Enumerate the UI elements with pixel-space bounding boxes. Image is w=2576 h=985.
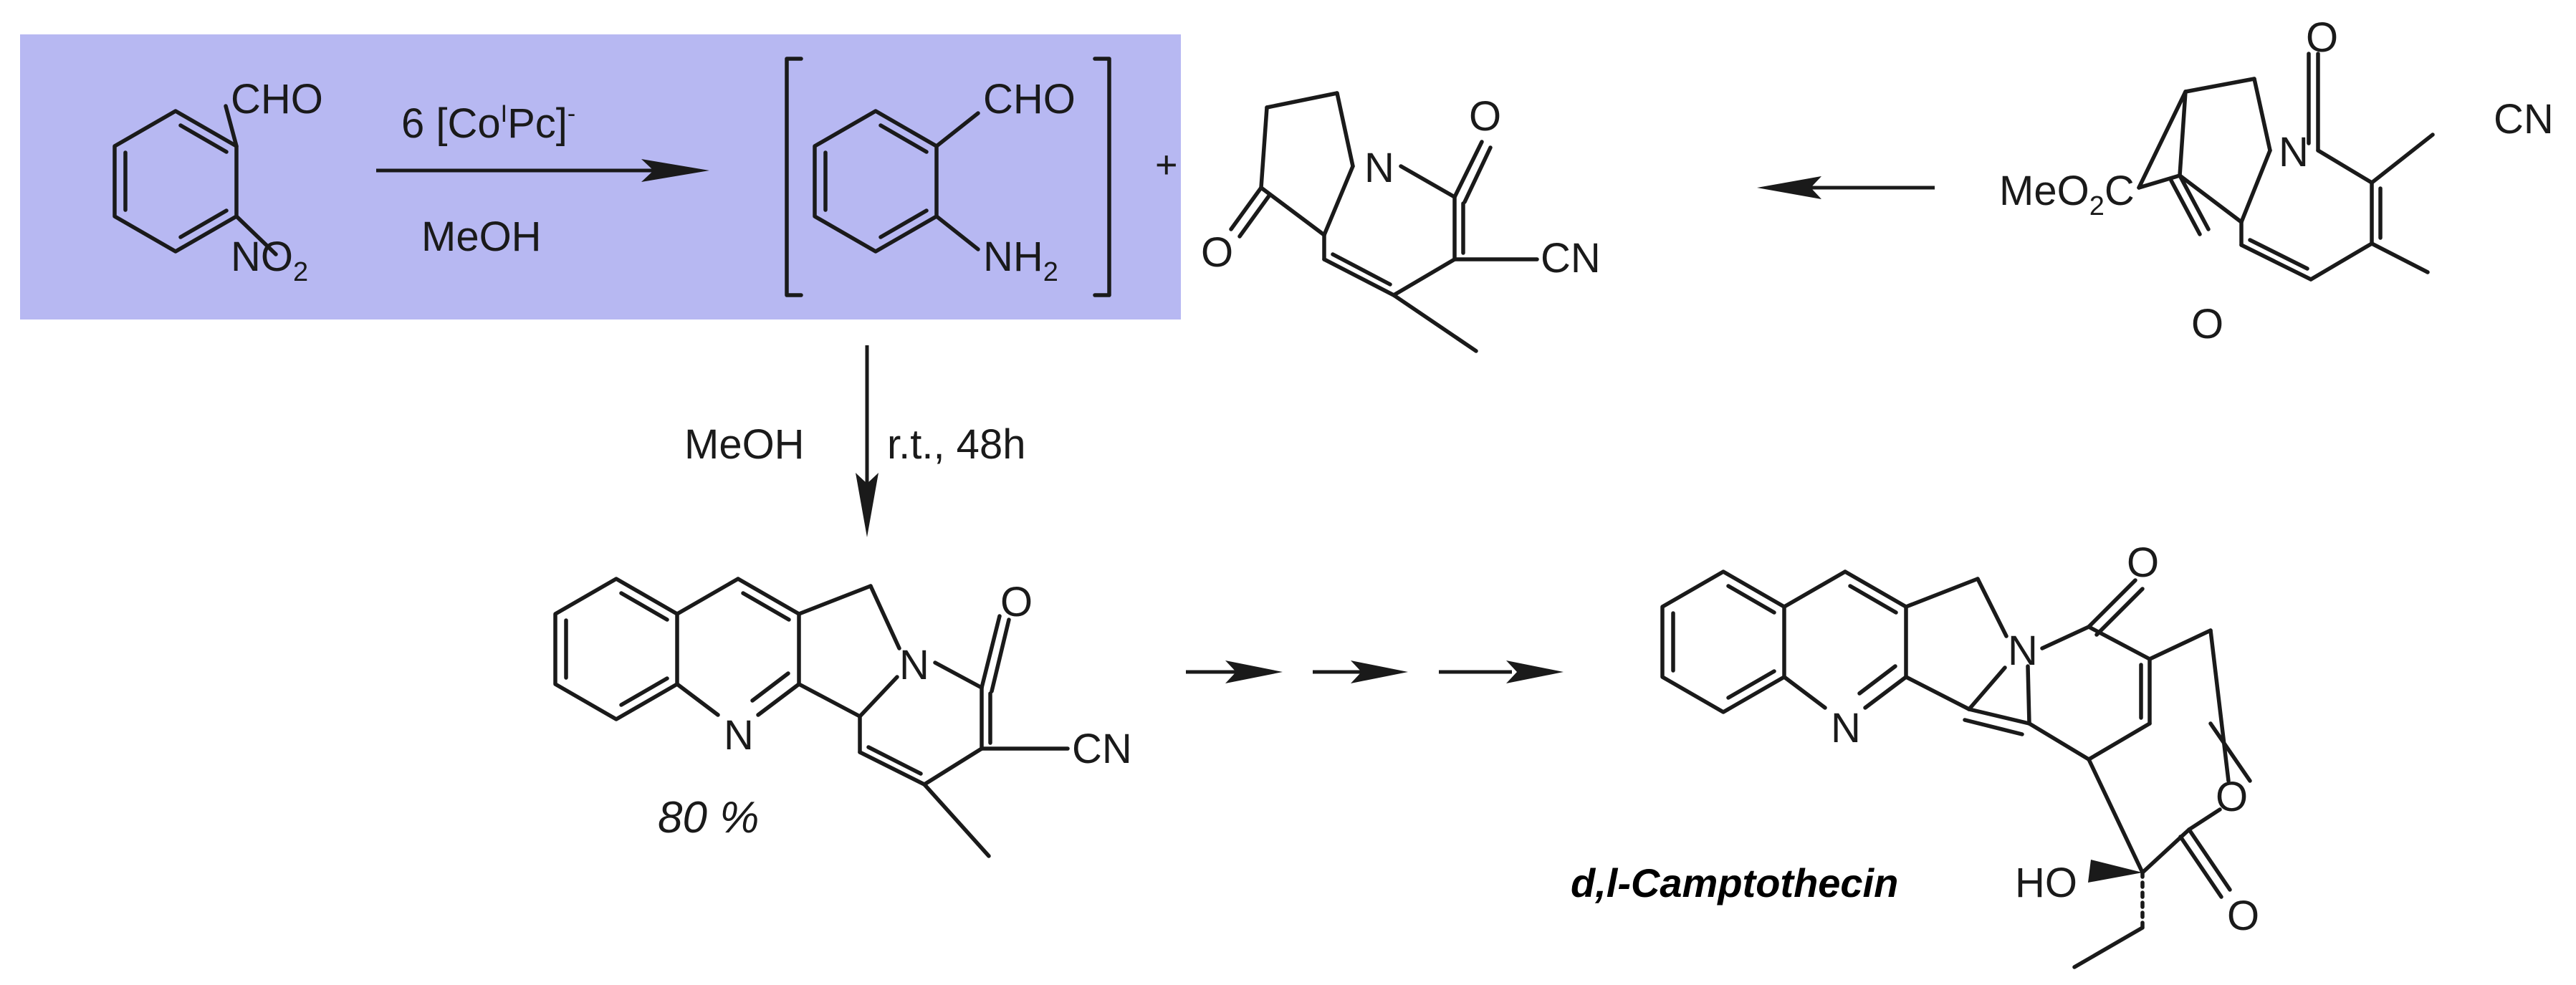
no2-label: NO2: [231, 234, 308, 287]
cn-label: CN: [1072, 726, 1132, 772]
intermediate-brackets: [785, 57, 1111, 297]
molecule-methyl-ester-indolizinone: N O CN O MeO2C: [1999, 14, 2554, 347]
o-label: O: [2227, 893, 2259, 939]
o-label: O: [1469, 93, 1501, 140]
molecule-2-aminobenzaldehyde: CHO NH2: [813, 76, 1076, 287]
cn-label: CN: [1541, 235, 1601, 282]
n-label: N: [1364, 145, 1394, 191]
n-label: N: [2008, 628, 2038, 674]
molecule-2-nitrobenzaldehyde: CHO NO2: [112, 76, 323, 287]
n-label: N: [724, 712, 754, 759]
highlight-box: [20, 34, 1181, 319]
reaction-arrow-left: [1757, 176, 1935, 199]
o-label: O: [2191, 301, 2223, 347]
n-label: N: [2279, 129, 2309, 176]
n-label: N: [1831, 705, 1861, 751]
o-label: O: [2216, 774, 2248, 820]
cn-label: CN: [2494, 96, 2554, 143]
cho-label: CHO: [983, 76, 1076, 122]
o-label: O: [1201, 229, 1233, 276]
meo2c-label: MeO2C: [1999, 168, 2135, 221]
reaction-arrow-step2: [856, 345, 878, 537]
molecule-indolizinone-ketone: N O O CN: [1201, 91, 1601, 353]
plus-sign: +: [1155, 143, 1178, 186]
step2-solvent-label: MeOH: [684, 421, 805, 468]
reaction-arrow-step1: [376, 159, 709, 182]
catalyst-label: 6 [CoIPc]-: [401, 100, 575, 147]
o-label: O: [1000, 579, 1033, 625]
molecule-camptothecin: N N O O O HO: [1660, 539, 2259, 969]
product-name: d,l-Camptothecin: [1571, 860, 1898, 905]
multistep-arrows: [1186, 660, 1564, 683]
yield-label: 80 %: [658, 793, 759, 842]
cho-label: CHO: [231, 76, 323, 122]
step1-solvent-label: MeOH: [421, 213, 542, 260]
ho-label: HO: [2015, 860, 2077, 906]
o-label: O: [2127, 539, 2159, 586]
step2-conditions-label: r.t., 48h: [887, 421, 1025, 468]
nh2-label: NH2: [983, 234, 1058, 287]
o-label: O: [2306, 14, 2338, 61]
molecule-pentacyclic-nitrile: N N O CN: [553, 577, 1132, 858]
n-label: N: [899, 642, 929, 688]
